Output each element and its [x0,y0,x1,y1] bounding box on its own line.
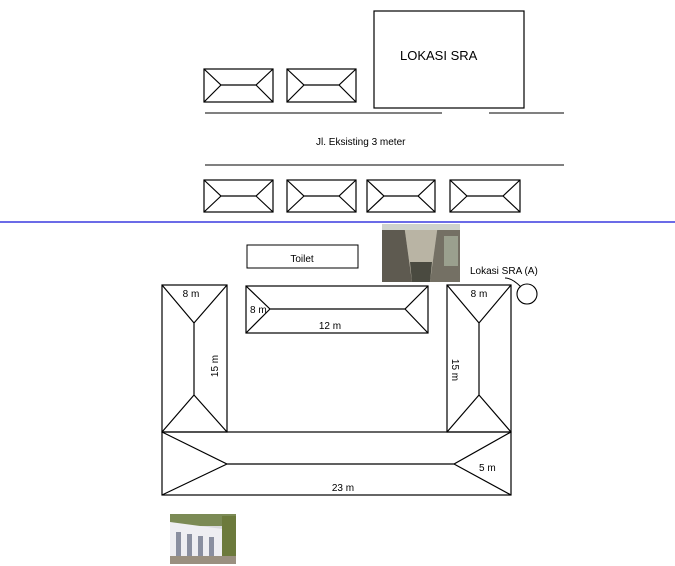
house-bottom-2 [286,179,357,213]
center-block-length-label: 12 m [319,321,341,332]
road-label: Jl. Eksisting 3 meter [316,137,406,148]
house-bottom-4 [449,179,521,213]
toilet-box [246,244,359,269]
left-wing-width-label: 8 m [183,289,200,300]
center-block-width-label: 8 m [250,305,267,316]
bottom-block-width-label: 5 m [479,463,496,474]
toilet-label: Toilet [290,254,314,265]
bottom-block [161,431,512,496]
house-top-1 [203,68,274,103]
house-bottom-1 [203,179,274,213]
center-block [245,285,429,334]
house-bottom-3 [366,179,436,213]
right-wing-width-label: 8 m [471,289,488,300]
house-top-2 [286,68,357,103]
alley-photo [382,224,460,282]
sra-site-label: LOKASI SRA [400,48,478,63]
building-photo [170,514,236,564]
sra-marker-leader [504,277,522,288]
right-wing-length-label: 15 m [449,359,460,381]
sra-marker-circle [516,283,538,305]
left-wing-length-label: 15 m [210,355,221,377]
sra-site-box [373,10,525,109]
bottom-block-length-label: 23 m [332,483,354,494]
sra-marker-label: Lokasi SRA (A) [470,266,538,277]
